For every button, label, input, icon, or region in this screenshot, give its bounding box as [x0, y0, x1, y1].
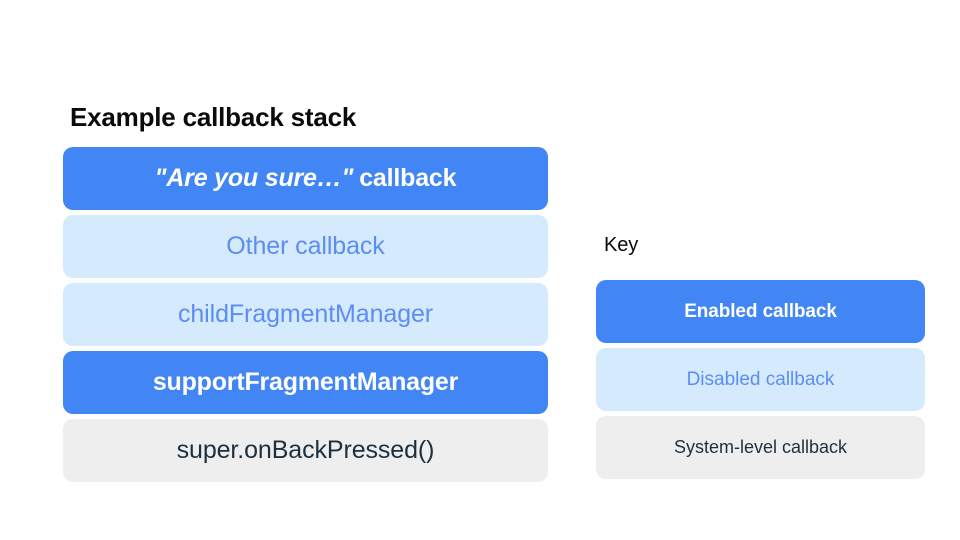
stack-item-label: super.onBackPressed() [176, 436, 435, 464]
key-item-system-level-callback: System-level callback [596, 416, 925, 479]
key-item-label: Disabled callback [686, 368, 835, 390]
key-item-disabled-callback: Disabled callback [596, 348, 925, 411]
key-item-label: Enabled callback [684, 300, 837, 322]
stack-item-other-callback[interactable]: Other callback [63, 215, 548, 278]
callback-stack-panel: Example callback stack "Are you sure…"ca… [63, 100, 548, 482]
stack-item-super-on-back-pressed[interactable]: super.onBackPressed() [63, 419, 548, 482]
key-title: Key [604, 234, 639, 256]
stack-item-label: supportFragmentManager [152, 368, 459, 396]
stack-item-quoted-label: "Are you sure…" [154, 164, 354, 192]
stack-item-trailing-label: callback [359, 164, 457, 192]
stack-item-support-fragment-manager[interactable]: supportFragmentManager [63, 351, 548, 414]
page-title: Example callback stack [70, 102, 357, 132]
stack-item-label: Other callback [226, 232, 385, 260]
key-item-enabled-callback: Enabled callback [596, 280, 925, 343]
stack-item-are-you-sure-callback[interactable]: "Are you sure…"callback [63, 147, 548, 210]
key-panel: Key Enabled callback Disabled callback S… [596, 232, 925, 479]
stack-item-label: childFragmentManager [177, 300, 434, 328]
stack-item-child-fragment-manager[interactable]: childFragmentManager [63, 283, 548, 346]
key-item-label: System-level callback [673, 437, 848, 457]
